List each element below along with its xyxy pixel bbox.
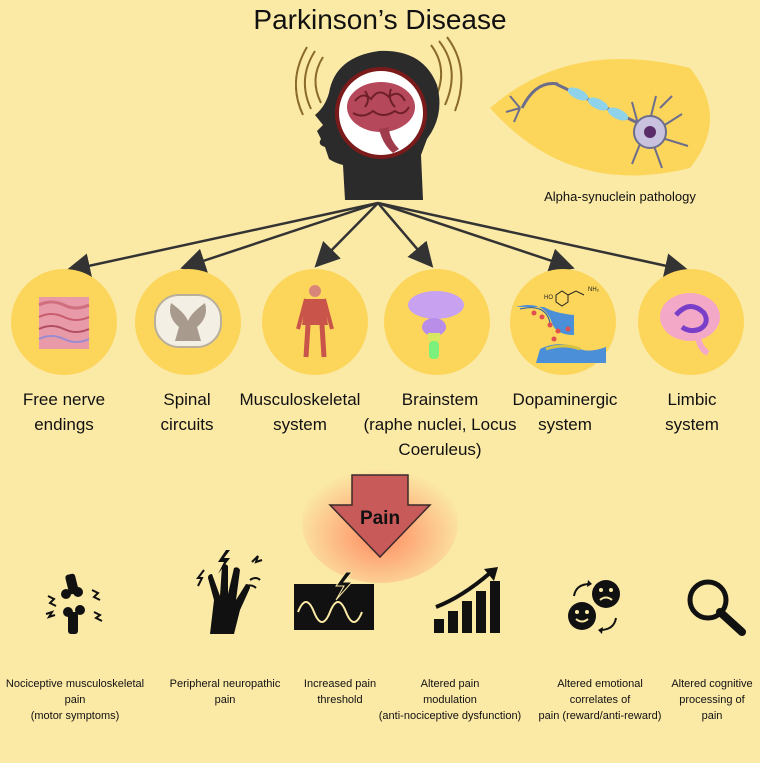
svg-text:NH₂: NH₂: [588, 287, 600, 293]
region-circle-musculoskeletal: [262, 269, 368, 375]
vibration-lines-icon: [295, 36, 463, 116]
neuron-illustration: [490, 59, 710, 176]
pain-arrow: [302, 463, 458, 583]
emotion-faces-icon: [568, 580, 620, 634]
arrow-spinal: [180, 201, 379, 273]
muscle-figure-icon: [296, 285, 334, 358]
arrow-musculoskeletal: [314, 202, 379, 268]
pain-threshold-icon: [294, 572, 374, 630]
head-brain-illustration: [295, 36, 463, 200]
region-circle-brainstem: [384, 269, 490, 375]
arrow-free-nerve: [65, 201, 379, 278]
neuropathic-hand-icon: [196, 550, 263, 634]
arrow-dopaminergic: [377, 201, 575, 273]
region-circle-limbic: [638, 269, 744, 375]
neuron-icon: [505, 82, 689, 169]
arrow-brainstem: [377, 202, 434, 268]
joint-pain-icon: [45, 573, 103, 634]
svg-text:HO: HO: [544, 295, 553, 301]
limbic-brain-icon: [660, 293, 720, 356]
rising-bars-chart-icon: [434, 567, 500, 633]
brain-icon: [347, 82, 415, 153]
skin-layers-icon: [38, 297, 90, 349]
brainstem-icon: [408, 291, 464, 359]
region-circle-dopaminergic: HO NH₂: [510, 269, 616, 375]
spinal-cord-icon: [154, 294, 222, 348]
magnifier-icon: [687, 579, 746, 636]
neuron-label: Alpha-synuclein pathology: [544, 189, 696, 204]
arrow-limbic: [377, 201, 690, 278]
down-arrow-icon: [328, 474, 432, 559]
synapse-icon: HO NH₂: [516, 287, 606, 363]
region-circle-free-nerve: [11, 269, 117, 375]
pain-arrow-label: Pain: [359, 508, 401, 529]
page-title: Parkinson’s Disease: [253, 4, 507, 35]
region-circle-spinal: [135, 269, 241, 375]
